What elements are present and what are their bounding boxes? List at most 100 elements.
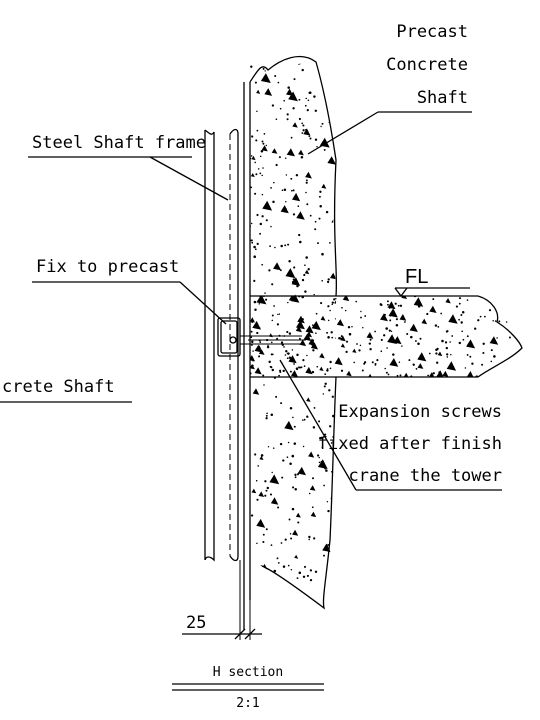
concrete-aggregate [397,304,400,307]
concrete-aggregate [326,369,329,372]
concrete-aggregate [515,369,522,377]
concrete-aggregate [327,509,330,513]
concrete-aggregate [331,336,334,339]
concrete-aggregate [325,66,328,69]
concrete-aggregate [494,320,497,322]
concrete-aggregate [284,244,287,247]
concrete-aggregate [390,330,393,333]
concrete-aggregate [280,269,282,272]
concrete-aggregate [266,412,268,415]
concrete-aggregate [308,330,311,333]
concrete-hatch-wall [250,50,340,608]
concrete-aggregate [263,384,265,386]
concrete-aggregate [285,268,296,279]
concrete-aggregate [314,220,317,223]
concrete-aggregate [336,549,338,551]
concrete-aggregate [290,537,293,540]
concrete-aggregate [334,472,336,475]
concrete-aggregate [338,573,340,575]
concrete-aggregate [302,129,305,132]
concrete-aggregate [282,369,285,373]
concrete-aggregate [297,521,300,524]
concrete-aggregate [392,353,395,356]
concrete-aggregate [368,373,373,377]
concrete-aggregate [271,368,275,372]
section-scale: 2:1 [236,696,259,711]
concrete-aggregate [269,474,280,485]
concrete-aggregate [262,533,265,536]
concrete-aggregate [265,528,268,531]
concrete-aggregate [461,310,465,314]
concrete-aggregate [317,459,328,469]
concrete-aggregate [466,299,469,301]
floor-level-label: FL [405,266,428,288]
concrete-aggregate [303,333,312,341]
concrete-aggregate [330,535,333,539]
concrete-aggregate [311,370,315,374]
concrete-aggregate [326,280,330,284]
concrete-aggregate [481,363,484,366]
concrete-shaft-label-group: crete Shaft [0,377,132,403]
concrete-aggregate [256,498,259,501]
concrete-aggregate [393,336,402,345]
concrete-aggregate [484,315,486,318]
concrete-aggregate [296,473,300,476]
concrete-aggregate [361,369,364,372]
concrete-aggregate [331,303,333,306]
concrete-aggregate [445,330,449,333]
concrete-aggregate [303,418,306,421]
concrete-aggregate [428,352,431,355]
concrete-aggregate [295,326,302,333]
concrete-aggregate [336,319,344,327]
concrete-aggregate [250,514,254,517]
concrete-aggregate [317,242,319,245]
concrete-aggregate [332,530,335,533]
concrete-aggregate [289,370,292,373]
concrete-aggregate [250,336,253,339]
concrete-aggregate [310,511,317,518]
concrete-aggregate [261,145,268,152]
concrete-aggregate [288,91,298,102]
concrete-aggregate [284,538,287,541]
concrete-aggregate [417,342,420,346]
concrete-aggregate [337,52,339,54]
concrete-aggregate [250,355,256,362]
concrete-aggregate [280,341,284,344]
expansion-label-line2: fixed after finish [318,434,502,454]
concrete-aggregate [294,487,297,491]
concrete-aggregate [286,330,289,334]
concrete-aggregate [261,140,264,143]
concrete-aggregate [283,188,287,192]
concrete-aggregate [287,243,290,246]
concrete-aggregate [298,233,301,237]
concrete-aggregate [404,321,406,323]
concrete-aggregate [304,128,307,131]
concrete-aggregate [432,298,435,301]
concrete-aggregate [461,330,464,333]
concrete-aggregate [291,277,301,286]
fix-to-precast-label: Fix to precast [36,257,179,277]
concrete-aggregate [313,293,315,296]
concrete-aggregate [427,374,429,377]
concrete-aggregate [434,376,437,377]
concrete-aggregate [380,350,383,353]
concrete-aggregate [345,340,349,343]
concrete-aggregate [386,347,388,349]
concrete-aggregate [318,461,321,464]
concrete-aggregate [364,315,367,317]
concrete-aggregate [287,86,290,89]
concrete-aggregate [327,319,330,322]
concrete-aggregate [340,369,344,372]
concrete-aggregate [253,245,256,249]
concrete-aggregate [277,313,279,316]
concrete-aggregate [275,395,278,398]
concrete-aggregate [278,64,281,67]
concrete-aggregate [277,506,280,509]
concrete-aggregate [328,75,331,78]
concrete-aggregate [319,205,322,208]
concrete-aggregate [324,382,327,385]
concrete-aggregate [347,325,351,329]
concrete-aggregate [284,354,287,356]
concrete-aggregate [351,326,353,328]
concrete-aggregate [383,334,386,337]
